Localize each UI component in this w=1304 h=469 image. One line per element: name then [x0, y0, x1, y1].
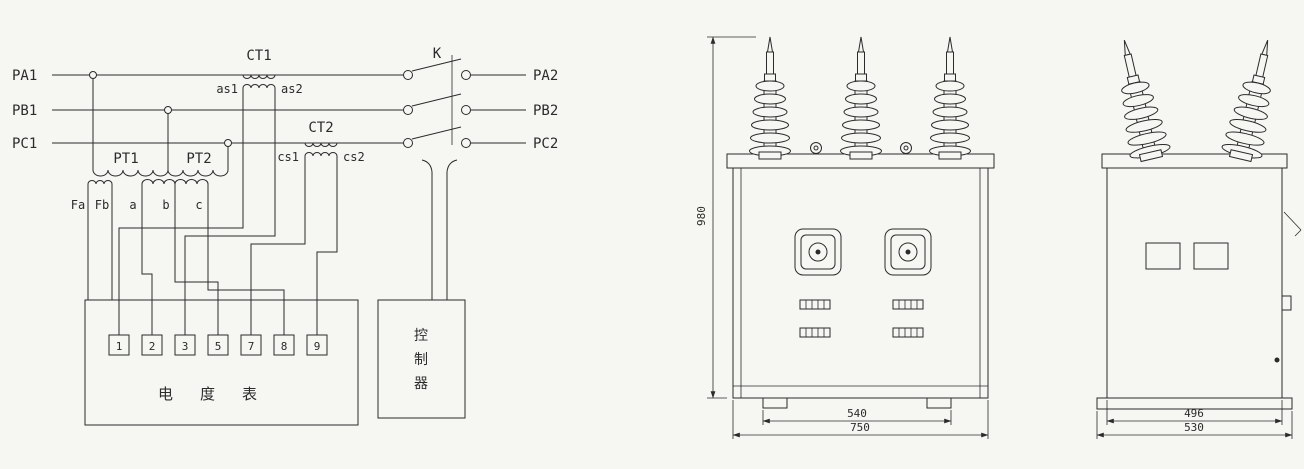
wire-cs1: [250, 156, 306, 335]
phase-label-pb1: PB1: [12, 103, 37, 119]
pt-lead-fb: Fb: [95, 198, 109, 212]
meter-terminal-8: [273, 334, 295, 356]
terminal-number: 5: [215, 340, 222, 353]
meter-outline: [84, 299, 359, 426]
bushing-front-right: [929, 36, 971, 160]
foot-left: [762, 397, 788, 409]
foot-right: [926, 397, 952, 409]
meter-terminal-5: [207, 334, 229, 356]
ct2-terminal-cs1: cs1: [277, 150, 299, 164]
dim-980: 980: [695, 206, 708, 226]
energy-meter-box: 1 2 3 5 7 8 9 电 度 表: [84, 299, 359, 426]
junction-node: [164, 106, 172, 114]
lifting-eye: [900, 142, 912, 154]
phase-lines: PA1 PB1 PC1 PA2 PB2 PC2: [12, 68, 558, 152]
feed-hook: [446, 159, 458, 173]
tank-front: [732, 167, 989, 399]
controller-label-char: 控: [414, 328, 428, 344]
meter-terminal-2: [141, 334, 163, 356]
meter-wiring: [87, 88, 338, 335]
meter-terminal-9: [306, 334, 328, 356]
dim-530: 530: [1184, 421, 1204, 434]
ct2-terminal-cs2: cs2: [343, 150, 365, 164]
wire-b: [174, 184, 219, 335]
bushing-front-center: [840, 36, 882, 160]
wiring-schematic: PA1 PB1 PC1 PA2 PB2 PC2 K CT1 as1 as2 CT…: [12, 46, 558, 426]
terminal-number: 7: [248, 340, 255, 353]
secondary-terminal-cover-left: [794, 228, 842, 276]
base-skid: [1096, 397, 1293, 410]
lifting-eye: [810, 142, 822, 154]
dim-540: 540: [847, 407, 867, 420]
junction-node: [224, 139, 232, 147]
meter-terminal-1: [108, 334, 130, 356]
phase-label-pb2: PB2: [533, 103, 558, 119]
meter-terminal-7: [240, 334, 262, 356]
depth-dimensions: 496 530: [1096, 400, 1293, 439]
height-dimension: 980: [695, 36, 756, 399]
junction-node: [89, 71, 97, 79]
wire-cs2: [316, 156, 338, 335]
terminal-number: 8: [281, 340, 288, 353]
front-view: 980: [695, 36, 995, 439]
wire-as1: [118, 88, 244, 335]
tank-lid-side: [1101, 153, 1288, 169]
phase-label-pc1: PC1: [12, 136, 37, 152]
switch-label: K: [433, 46, 442, 62]
pt-lead-a: a: [129, 198, 136, 212]
phase-label-pa2: PA2: [533, 68, 558, 84]
secondary-terminal-cover-right: [884, 228, 932, 276]
current-transformer-ct1: CT1 as1 as2: [216, 48, 302, 96]
dim-496: 496: [1184, 407, 1204, 420]
wire-a: [141, 184, 153, 335]
feed-hook: [421, 159, 433, 173]
terminal-number: 9: [314, 340, 321, 353]
pt1-label: PT1: [113, 151, 138, 167]
terminal-number: 3: [182, 340, 189, 353]
side-plate-left: [1145, 242, 1181, 270]
pt-lead-c: c: [195, 198, 202, 212]
bushing-side-left: [1103, 35, 1173, 165]
energy-meter-label: 电 度 表: [158, 385, 266, 403]
phase-label-pc2: PC2: [533, 136, 558, 152]
side-view: 496 530: [1096, 35, 1302, 439]
wire-c: [207, 184, 285, 335]
side-plate-right: [1193, 242, 1229, 270]
ct1-terminal-as2: as2: [281, 82, 303, 96]
terminal-number: 2: [149, 340, 156, 353]
controller-label-char: 制: [414, 352, 428, 368]
ct1-label: CT1: [246, 48, 271, 64]
pt-lead-b: b: [162, 198, 169, 212]
side-fittings: [1274, 211, 1302, 363]
controller-outline: [377, 299, 466, 419]
ct1-terminal-as1: as1: [216, 82, 238, 96]
pt2-label: PT2: [186, 151, 211, 167]
dim-750: 750: [850, 421, 870, 434]
controller-box: 控 制 器: [377, 159, 466, 419]
current-transformer-ct2: CT2 cs1 cs2: [277, 120, 364, 164]
phase-label-pa1: PA1: [12, 68, 37, 84]
width-dimensions: 540 750: [732, 400, 989, 439]
disconnect-switch-k: K: [403, 46, 471, 148]
bushing-front-left: [749, 36, 791, 160]
ct2-label: CT2: [308, 120, 333, 136]
controller-label-char: 器: [414, 376, 428, 392]
meter-terminal-3: [174, 334, 196, 356]
wire-as2: [184, 88, 276, 335]
bushing-side-right: [1219, 35, 1289, 165]
pt-lead-fa: Fa: [71, 198, 85, 212]
nameplate-strips: [799, 299, 924, 338]
voltage-transformers-pt: PT1 PT2 Fa Fb a b c: [71, 71, 232, 212]
terminal-number: 1: [116, 340, 123, 353]
tank-side: [1106, 167, 1283, 399]
